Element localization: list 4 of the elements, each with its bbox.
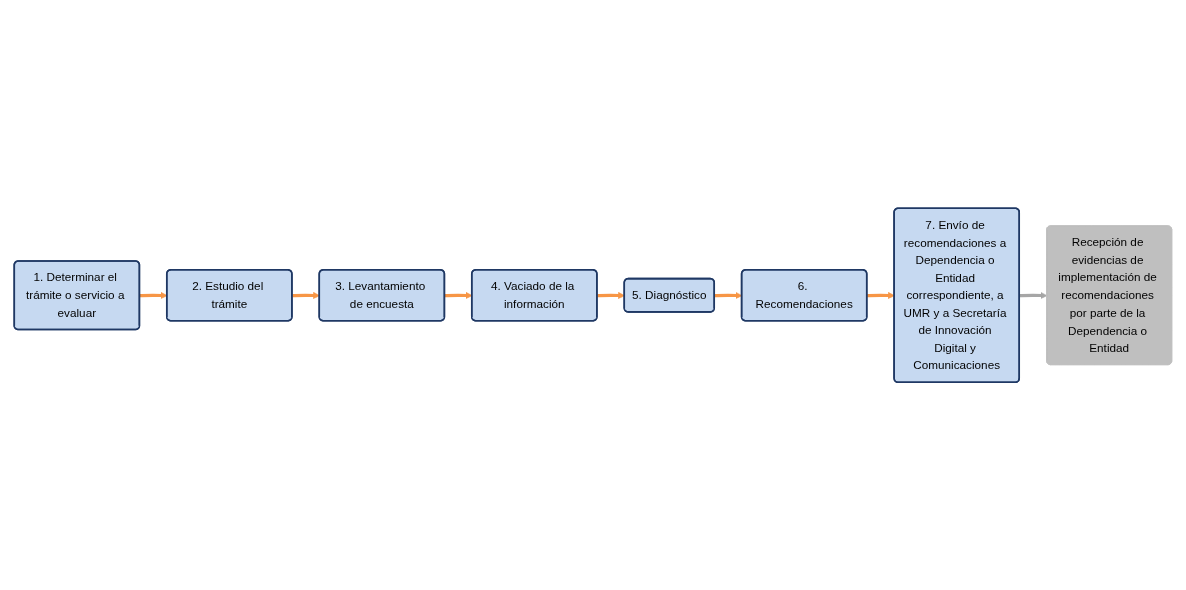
arrow xyxy=(1019,291,1048,299)
arrow xyxy=(867,291,895,299)
arrow xyxy=(292,291,320,299)
arrow xyxy=(597,291,625,299)
